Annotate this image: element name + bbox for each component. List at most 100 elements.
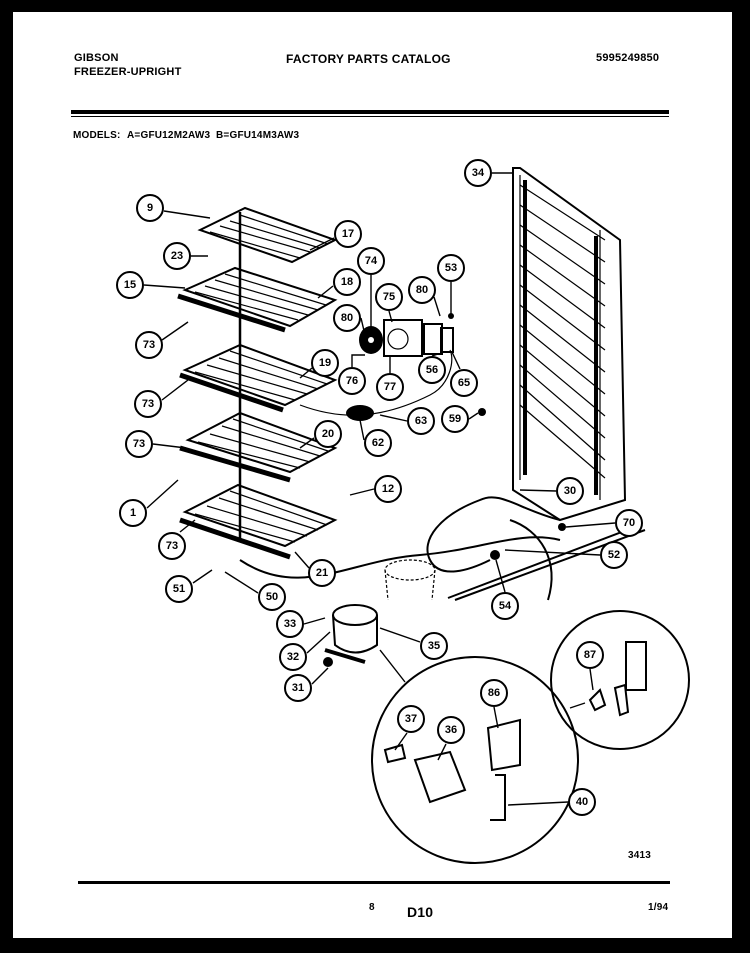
svg-text:17: 17 bbox=[342, 228, 354, 240]
svg-text:54: 54 bbox=[499, 600, 512, 612]
callout-74: 74 bbox=[357, 247, 385, 275]
callout-18: 18 bbox=[333, 268, 361, 296]
svg-text:40: 40 bbox=[576, 796, 588, 808]
svg-text:65: 65 bbox=[458, 377, 470, 389]
callout-77: 77 bbox=[376, 373, 404, 401]
callout-33: 33 bbox=[276, 610, 304, 638]
svg-text:73: 73 bbox=[133, 438, 145, 450]
svg-text:56: 56 bbox=[426, 364, 438, 376]
svg-text:73: 73 bbox=[166, 540, 178, 552]
plug-icon bbox=[613, 683, 630, 717]
callout-70: 70 bbox=[615, 509, 643, 537]
svg-text:37: 37 bbox=[405, 713, 417, 725]
clip-icon bbox=[490, 774, 506, 821]
svg-text:80: 80 bbox=[341, 312, 353, 324]
relay-icon bbox=[413, 750, 467, 804]
svg-text:74: 74 bbox=[365, 255, 378, 267]
callout-65: 65 bbox=[450, 369, 478, 397]
revision-date: 1/94 bbox=[648, 902, 669, 913]
callout-73: 73 bbox=[135, 331, 163, 359]
shelf-3-icon bbox=[179, 343, 338, 413]
header-rule-thick bbox=[71, 110, 669, 114]
svg-text:77: 77 bbox=[384, 381, 396, 393]
svg-text:15: 15 bbox=[124, 279, 136, 291]
svg-text:9: 9 bbox=[147, 202, 153, 214]
svg-text:87: 87 bbox=[584, 649, 596, 661]
shelf-bottom-icon bbox=[179, 483, 338, 560]
callout-86: 86 bbox=[480, 679, 508, 707]
callout-62: 62 bbox=[364, 429, 392, 457]
terminal-icon bbox=[383, 743, 407, 764]
callout-56: 56 bbox=[418, 356, 446, 384]
svg-text:35: 35 bbox=[428, 640, 440, 652]
callout-35: 35 bbox=[420, 632, 448, 660]
callout-31: 31 bbox=[284, 674, 312, 702]
callout-53: 53 bbox=[437, 254, 465, 282]
svg-text:19: 19 bbox=[319, 357, 331, 369]
compressor-icon bbox=[323, 604, 378, 667]
svg-text:59: 59 bbox=[449, 413, 461, 425]
svg-text:62: 62 bbox=[372, 437, 384, 449]
callout-50: 50 bbox=[258, 583, 286, 611]
svg-text:18: 18 bbox=[341, 276, 353, 288]
callout-32: 32 bbox=[279, 643, 307, 671]
svg-text:80: 80 bbox=[416, 284, 428, 296]
condenser-icon bbox=[384, 559, 436, 601]
models-label: MODELS: bbox=[73, 130, 121, 141]
svg-text:75: 75 bbox=[383, 291, 395, 303]
wire-harness-icon bbox=[299, 349, 453, 421]
callout-12: 12 bbox=[374, 475, 402, 503]
header-rule-thin bbox=[71, 116, 669, 117]
svg-text:34: 34 bbox=[472, 167, 485, 179]
page-number: 8 bbox=[369, 902, 375, 913]
callout-9: 9 bbox=[136, 194, 164, 222]
outlet-icon bbox=[625, 641, 647, 691]
callout-76: 76 bbox=[338, 367, 366, 395]
svg-text:31: 31 bbox=[292, 682, 304, 694]
svg-text:30: 30 bbox=[564, 485, 576, 497]
callout-19: 19 bbox=[311, 349, 339, 377]
callout-54: 54 bbox=[491, 592, 519, 620]
callout-37: 37 bbox=[397, 705, 425, 733]
callout-59: 59 bbox=[441, 405, 469, 433]
callout-80: 80 bbox=[408, 276, 436, 304]
svg-text:51: 51 bbox=[173, 583, 185, 595]
overload-icon bbox=[486, 718, 521, 772]
svg-text:12: 12 bbox=[382, 483, 394, 495]
detail-circle-power-cord bbox=[550, 610, 690, 750]
svg-text:1: 1 bbox=[130, 507, 136, 519]
callout-75: 75 bbox=[375, 283, 403, 311]
catalog-page bbox=[13, 12, 732, 938]
callout-73: 73 bbox=[125, 430, 153, 458]
callout-73: 73 bbox=[134, 390, 162, 418]
callout-21: 21 bbox=[308, 559, 336, 587]
tubing-icon bbox=[426, 496, 561, 573]
svg-text:63: 63 bbox=[415, 415, 427, 427]
svg-text:73: 73 bbox=[143, 339, 155, 351]
leader-lines bbox=[143, 172, 616, 806]
callout-15: 15 bbox=[116, 271, 144, 299]
svg-text:70: 70 bbox=[623, 517, 635, 529]
catalog-number: 5995249850 bbox=[596, 52, 660, 64]
svg-text:32: 32 bbox=[287, 651, 299, 663]
screw-59-icon bbox=[478, 408, 486, 416]
svg-text:86: 86 bbox=[488, 687, 500, 699]
evaporator-coil-icon bbox=[512, 167, 627, 522]
callout-63: 63 bbox=[407, 407, 435, 435]
svg-text:23: 23 bbox=[171, 250, 183, 262]
control-assembly-icon bbox=[359, 313, 454, 357]
svg-text:73: 73 bbox=[142, 398, 154, 410]
svg-text:21: 21 bbox=[316, 567, 328, 579]
model-a: A=GFU12M2AW3 bbox=[127, 130, 211, 141]
svg-text:36: 36 bbox=[445, 724, 457, 736]
callout-51: 51 bbox=[165, 575, 193, 603]
callout-40: 40 bbox=[568, 788, 596, 816]
svg-text:52: 52 bbox=[608, 549, 620, 561]
callout-23: 23 bbox=[163, 242, 191, 270]
callout-30: 30 bbox=[556, 477, 584, 505]
callout-17: 17 bbox=[334, 220, 362, 248]
callout-bubbles: 9 23 15 17 18 74 75 80 80 53 73 19 76 77 56 65 73 63 59 62 2… bbox=[116, 159, 643, 816]
product-line: FREEZER-UPRIGHT bbox=[74, 66, 182, 78]
callout-73: 73 bbox=[158, 532, 186, 560]
